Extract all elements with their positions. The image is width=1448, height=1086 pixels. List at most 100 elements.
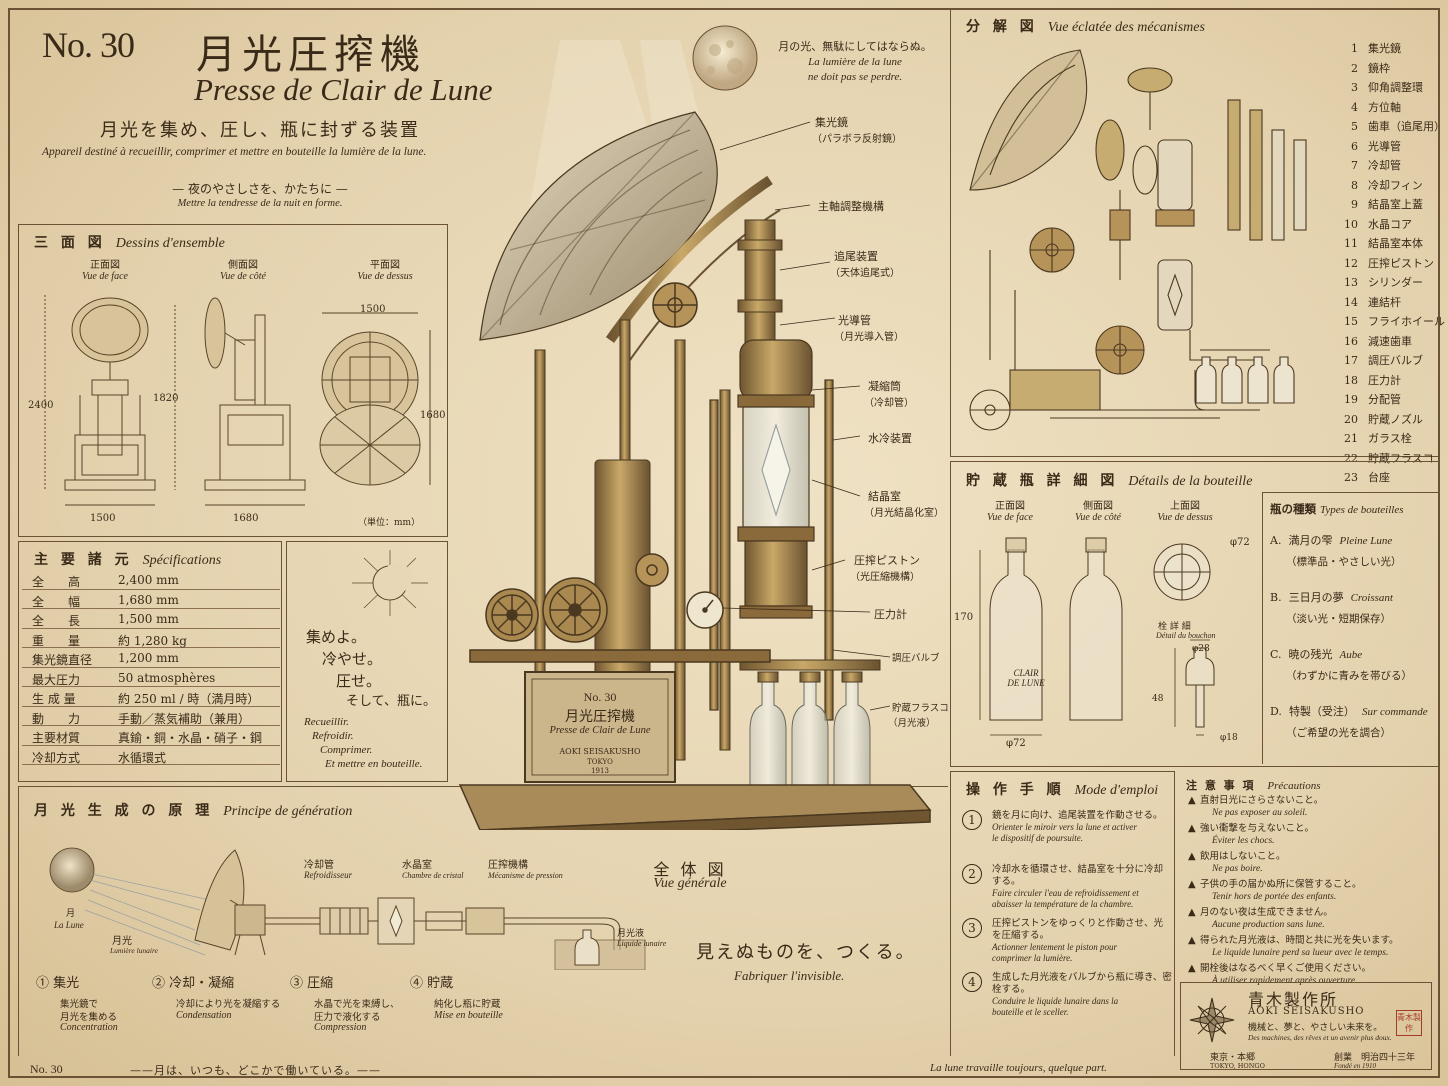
warning-icon: ▲ [1188, 823, 1196, 834]
view-front-fr: Vue de face [82, 271, 128, 282]
caution-item: ▲開栓後はなるべく早くご使用ください。À utiliser rapidement… [1188, 963, 1372, 986]
principle-diagram [49, 847, 646, 970]
dim-2400: 2400 [28, 400, 54, 411]
maker-founded-fr: Fondé en 1910 [1334, 1062, 1376, 1070]
caution-item: ▲月のない夜は生成できません。Aucune production sans lu… [1188, 907, 1333, 930]
quote-jp: 月の光、無駄にしてはならぬ。 [778, 40, 932, 53]
warning-icon: ▲ [1188, 795, 1196, 806]
label-crystal-chamber: 結晶室 [868, 490, 901, 503]
label-collector-mirror: 集光鏡 [815, 116, 848, 129]
outer-frame [8, 8, 1440, 1078]
bottle-front-fr: Vue de face [987, 512, 1033, 523]
label-tracker: 追尾装置 [834, 250, 878, 263]
footer-number: No. 30 [30, 1062, 63, 1076]
principle-step-desc: 純化し瓶に貯蔵 [434, 999, 501, 1010]
label-piston-sub: （光圧縮機構） [850, 572, 920, 583]
poem-line-4: そして、瓶に。 [346, 694, 436, 709]
principle-cool-jp: 冷却管 [304, 860, 334, 871]
bottle-top-fr: Vue de dessus [1157, 512, 1213, 523]
unit-note: （単位：mm） [358, 518, 421, 528]
nameplate-number: No. 30 [583, 690, 617, 704]
bottle-dim-72-top: φ72 [1230, 537, 1250, 548]
label-water-cooler: 水冷装置 [868, 432, 912, 445]
label-light-tube: 光導管 [838, 314, 871, 327]
stopper-dim-28: φ28 [1192, 644, 1210, 654]
moon-illustration [692, 25, 758, 91]
bottle-side-fr: Vue de côté [1075, 512, 1121, 523]
bottle-type: A. 満月の雫 Pleine Lune [1270, 534, 1393, 547]
caution-item: ▲飲用はしないこと。Ne pas boire. [1188, 851, 1286, 874]
warning-icon: ▲ [1188, 851, 1196, 862]
dim-1680-top: 1680 [420, 410, 446, 421]
poem-fr-4: Et mettre en bouteille. [325, 758, 423, 770]
footer-motto-fr: La lune travaille toujours, quelque part… [930, 1062, 1107, 1074]
bottle-drawing [979, 537, 1215, 736]
principle-step-fr: Mise en bouteille [434, 1010, 503, 1021]
spec-key: 動 力 [32, 711, 81, 726]
caution-item: ▲強い衝撃を与えないこと。Éviter les chocs. [1188, 823, 1315, 846]
spec-value: 手動／蒸気補助（兼用） [118, 711, 251, 726]
caution-item: ▲直射日光にさらさないこと。Ne pas exposer au soleil. [1188, 795, 1324, 818]
quote-fr-2: ne doit pas se perdre. [807, 71, 903, 83]
step-number: 2 [962, 864, 982, 884]
bottle-type: B. 三日月の夢 Croissant [1270, 591, 1393, 604]
maker-name-jp: 青木製作所 [1248, 990, 1339, 1009]
bottle-dim-72-front: φ72 [1006, 738, 1026, 749]
spec-value: 約 250 ml / 時（満月時） [118, 692, 260, 706]
label-collector-mirror-sub: （パラボラ反射鏡） [812, 134, 902, 145]
bottle-front-jp: 正面図 [995, 501, 1025, 512]
stopper-detail-fr: Détail du bouchon [1156, 631, 1216, 640]
stopper-dim-18: φ18 [1220, 733, 1238, 743]
label-crystal-chamber-sub: （月光結晶化室） [864, 508, 944, 519]
step-number: 4 [962, 972, 982, 992]
dim-1500-top: 1500 [360, 304, 386, 315]
label-flask: 貯蔵フラスコ [892, 703, 949, 714]
poem-line-2: 冷やせ。 [322, 650, 383, 668]
spec-key: 集光鏡直径 [32, 653, 93, 667]
principle-light-fr: Lumière lunaire [110, 946, 158, 955]
spec-key: 全 長 [32, 614, 81, 628]
spec-key: 生 成 量 [32, 692, 76, 706]
spec-value: 1,200 mm [118, 651, 179, 665]
caution-item: ▲子供の手の届かぬ所に保管すること。Tenir hors de portée d… [1188, 879, 1362, 902]
principle-cool-fr: Refroidisseur [304, 870, 353, 880]
principle-liquid-jp: 月光液 [617, 929, 645, 939]
tagline-jp: 見えぬものを、つくる。 [696, 942, 916, 963]
exploded-drawing [969, 49, 1307, 431]
page-title-jp: 月光圧搾機 [196, 32, 426, 78]
cautions-title: 注 意 事 項 Précautions [1186, 779, 1321, 792]
spec-value: 2,400 mm [118, 573, 179, 587]
bottle-type: D. 特製（受注） Sur commande [1270, 705, 1428, 718]
principle-press-jp: 圧搾機構 [488, 860, 528, 871]
view-front-label: 正面図 [90, 260, 120, 271]
label-light-tube-sub: （月光導入管） [834, 332, 904, 343]
principle-step-desc: 冷却により光を凝縮する [176, 999, 281, 1010]
machine-illustration [458, 40, 932, 830]
view-side-label: 側面図 [228, 260, 258, 271]
maker-founded-jp: 創業 明治四十三年 [1334, 1053, 1416, 1063]
dim-1680-side: 1680 [233, 513, 259, 524]
crescent-moon-icon [352, 550, 428, 616]
cautions-list: ▲直射日光にさらさないこと。Ne pas exposer au soleil.▲… [1188, 795, 1433, 991]
nameplate-city: TOKYO [587, 758, 613, 766]
maker-name-en: AOKI SEISAKUSHO [1248, 1006, 1365, 1017]
warning-icon: ▲ [1188, 879, 1196, 890]
dim-1820: 1820 [153, 393, 179, 404]
